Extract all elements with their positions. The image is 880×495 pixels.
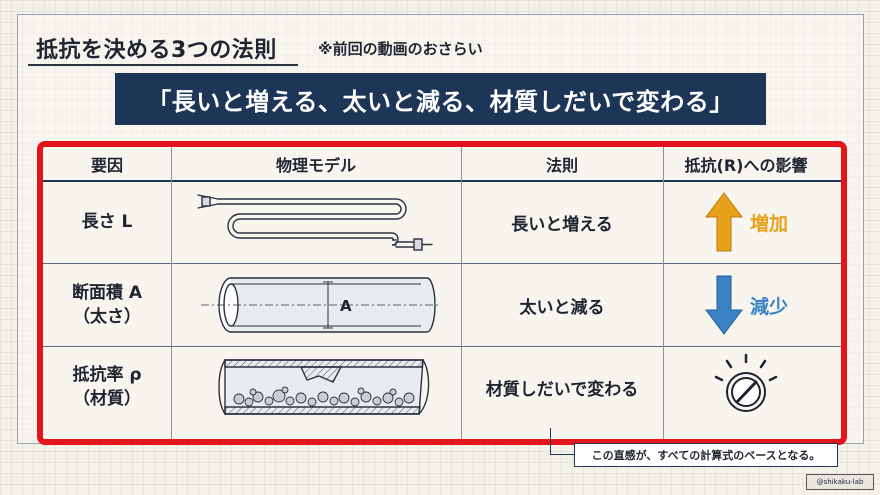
effect-decrease-label: 減少 (749, 295, 788, 318)
law-resistivity: 材質しだいで変わる (485, 379, 639, 400)
header-factor: 要因 (90, 155, 123, 175)
summary-banner: 「長いと増える、太いと減る、材質しだいで変わる」 (115, 73, 766, 125)
credit-badge: @shikaku-lab (806, 474, 874, 490)
model-resistivity (171, 347, 461, 427)
header-physical-model: 物理モデル (275, 155, 356, 175)
factor-label: 断面積 A (71, 283, 143, 303)
title-underline (28, 64, 298, 66)
coiled-wire-icon (197, 194, 433, 251)
arrow-up-icon (704, 192, 743, 252)
row-divider (43, 263, 841, 264)
note-connector (550, 428, 575, 455)
summary-note: この直感が、すべての計算式のベースとなる。 (574, 443, 838, 467)
laws-table: 要因 物理モデル 法則 抵抗(R)への影響 長さ L 長いと増える 増加 断面積… (37, 141, 847, 445)
factor-label: 長さ L (81, 212, 133, 232)
effect-increase-label: 増加 (749, 212, 788, 235)
factor-length: 長さ L (43, 181, 171, 263)
effect-length: 増加 (663, 181, 829, 263)
column-divider (461, 147, 462, 439)
slide-subtitle: ※前回の動画のおさらい (318, 40, 483, 58)
slide-title: 抵抗を決める3つの法則 (36, 38, 277, 63)
material-filled-tube-icon (218, 359, 430, 415)
law-length: 長いと増える (511, 214, 613, 235)
header-divider (43, 180, 841, 182)
effect-area: 減少 (663, 264, 829, 346)
factor-sublabel: （太さ） (73, 307, 141, 327)
column-divider (663, 147, 664, 439)
dial-knob-icon (714, 353, 778, 412)
row-divider (43, 346, 841, 347)
factor-sublabel: （材質） (73, 389, 141, 409)
model-area: A (171, 264, 461, 346)
arrow-down-icon (704, 275, 743, 335)
factor-label: 抵抗率 ρ (72, 365, 142, 385)
header-effect: 抵抗(R)への影響 (684, 155, 808, 175)
factor-resistivity: 抵抗率 ρ （材質） (43, 347, 171, 427)
model-length (171, 181, 461, 263)
effect-resistivity (663, 347, 829, 427)
diameter-label: A (340, 297, 352, 315)
law-area: 太いと減る (519, 297, 605, 318)
factor-area: 断面積 A （太さ） (43, 264, 171, 346)
column-divider (171, 147, 172, 439)
header-law: 法則 (545, 155, 578, 175)
tube-cross-section-icon: A (201, 277, 439, 333)
